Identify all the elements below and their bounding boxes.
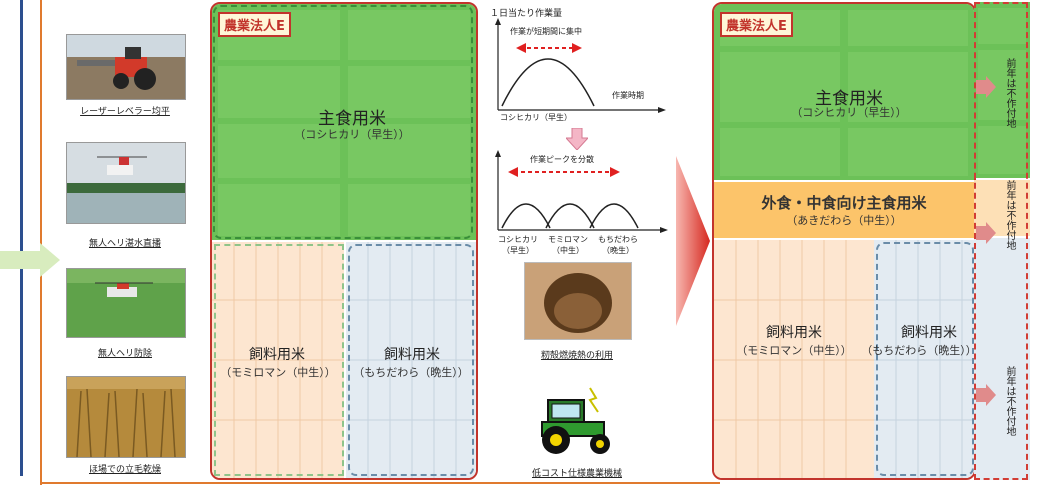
fallow-label-1: 前年は不作付地 [1004,58,1015,128]
caption-standing-drying: ほ場での立毛乾燥 [88,465,161,475]
chart2-series-2: モミロマン（中生） [548,235,588,255]
field-after: 農業法人E 主食用米 （コシヒカリ（早生）） 外食・中食向け主食用米 （あきだわ… [712,2,976,480]
after-feed-rice-mid-variety: （モミロマン（中生）） [736,344,852,357]
chart2-annotation: 作業ピークを分散 [530,155,594,164]
caption-laser-leveler: レーザーレベラー均平 [80,107,170,117]
fallow-arrow-icon-1 [976,76,996,98]
drying-field-photo [66,376,186,458]
down-arrow-icon [566,128,588,150]
after-feed-rice-late-label: 飼料用米 [901,325,957,341]
food-service-rice-area [714,182,974,238]
helicopter-sowing-photo [66,142,186,224]
after-feed-rice-mid-area [714,240,874,478]
caption-helicopter-spray: 無人ヘリ防除 [97,349,152,359]
bottom-orange-line [40,482,720,484]
field-before: 農業法人E 主食用米 （コシヒカリ（早生）） 飼料用米 （モミロマン（ [210,2,478,480]
caption-low-cost-machine: 低コスト仕様農業機械 [531,469,622,479]
left-blue-line [20,0,23,476]
food-service-rice-label: 外食・中食向け主食用米 [761,194,927,212]
after-feed-rice-mid-label: 飼料用米 [766,325,822,341]
after-feed-rice-late-variety: （もちだわら（晩生）） [861,344,976,357]
feed-rice-mid-variety: （モミロマン（中生）） [220,366,336,379]
fallow-arrow-icon-3 [976,384,996,406]
fallow-label-3: 前年は不作付地 [1004,366,1015,436]
after-staple-rice-area [714,4,974,180]
staple-rice-area [212,4,476,240]
after-feed-rice-late-area [874,240,974,478]
staple-rice-variety: （コシヒカリ（早生）） [294,128,410,141]
feed-rice-mid-label: 飼料用米 [249,347,305,363]
helicopter-spray-photo [66,268,186,338]
husk-furnace-photo [524,262,632,340]
feed-rice-late-variety: （もちだわら（晩生）） [353,366,469,379]
chart1-annotation: 作業が短期間に集中 [510,27,582,36]
feed-rice-area-mid [212,242,344,478]
after-staple-rice-variety: （コシヒカリ（早生）） [791,106,907,119]
chart1-series: コシヒカリ（早生） [500,113,572,122]
big-right-arrow-icon [676,156,710,326]
caption-helicopter-sowing: 無人ヘリ湛水直播 [88,239,161,249]
chart2-series-3: もちだわら（晩生） [598,235,638,255]
caption-husk-heat: 籾殻燃焼熱の利用 [540,351,613,361]
chart1-xlabel: 作業時期 [612,91,644,100]
left-orange-line [40,0,42,485]
feed-rice-area-late [346,242,476,478]
fallow-strip [974,2,1030,480]
after-staple-rice-label: 主食用米 [815,89,883,109]
staple-rice-label: 主食用米 [318,109,386,129]
feed-rice-late-label: 飼料用米 [384,347,440,363]
chart1-diagram [495,18,666,113]
tractor-photo [66,34,186,100]
tractor-icon [541,387,610,454]
after-corp-badge: 農業法人E [720,12,793,37]
chart1-ylabel: １日当たり作業量 [490,9,563,19]
food-service-rice-variety: （あきだわら（中生）） [786,214,902,227]
fallow-label-2: 前年は不作付地 [1004,180,1015,250]
corp-badge: 農業法人E [218,12,291,37]
chart2-series-1: コシヒカリ（早生） [498,235,538,255]
fallow-arrow-icon-2 [976,222,996,244]
right-arrow-icon [0,243,60,277]
chart2-diagram [495,150,668,233]
